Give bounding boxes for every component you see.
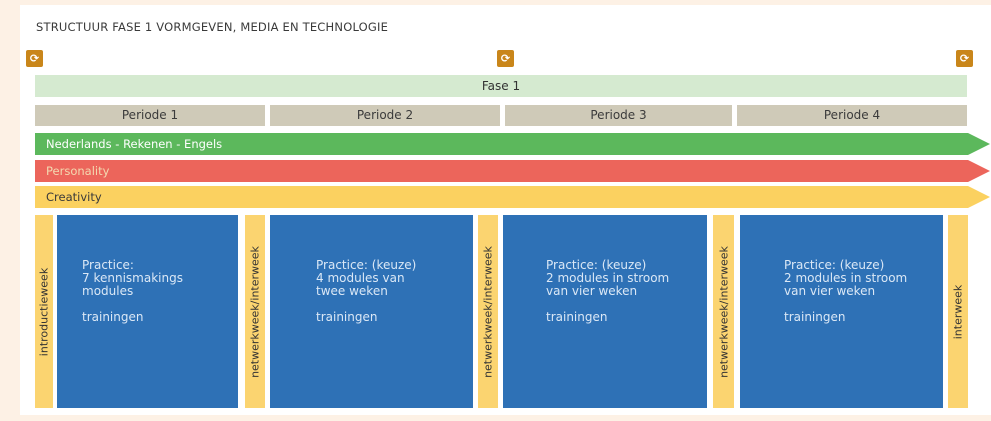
practice-block-4: Practice: (keuze) 2 modules in stroom va… bbox=[740, 215, 943, 408]
introductieweek-label: introductieweek bbox=[37, 267, 51, 356]
milestone-marker-icon-end: ⟳ bbox=[956, 50, 973, 67]
periode-1: Periode 1 bbox=[35, 105, 265, 126]
introductieweek-bar: introductieweek bbox=[35, 215, 53, 408]
milestone-marker-icon-start: ⟳ bbox=[26, 50, 43, 67]
practice-block-1-line2: 7 kennismakings bbox=[82, 271, 183, 285]
practice-block-3-line3: van vier weken bbox=[546, 284, 638, 298]
practice-block-3-line4: trainingen bbox=[546, 310, 608, 324]
practice-block-2-line3: twee weken bbox=[316, 284, 388, 298]
periode-4: Periode 4 bbox=[737, 105, 967, 126]
practice-block-1: Practice: 7 kennismakings modules traini… bbox=[57, 215, 238, 408]
practice-block-4-line4: trainingen bbox=[784, 310, 846, 324]
track-creativity: Creativity bbox=[35, 186, 990, 208]
netwerkweek-label-2: netwerkweek/interweek bbox=[481, 245, 495, 378]
netwerkweek-bar-1: netwerkweek/interweek bbox=[245, 215, 265, 408]
netwerkweek-bar-3: netwerkweek/interweek bbox=[713, 215, 734, 408]
practice-block-1-line1: Practice: bbox=[82, 258, 134, 272]
netwerkweek-label-3: netwerkweek/interweek bbox=[717, 245, 730, 378]
practice-block-3-line1: Practice: (keuze) bbox=[546, 258, 647, 272]
practice-block-3-line2: 2 modules in stroom bbox=[546, 271, 670, 285]
interweek-label: interweek bbox=[951, 284, 965, 339]
practice-block-2-line2: 4 modules van bbox=[316, 271, 405, 285]
practice-block-3: Practice: (keuze) 2 modules in stroom va… bbox=[503, 215, 707, 408]
milestone-marker-icon-middle: ⟳ bbox=[497, 50, 514, 67]
diagram-title: STRUCTUUR FASE 1 VORMGEVEN, MEDIA EN TEC… bbox=[36, 20, 389, 34]
interweek-bar: interweek bbox=[948, 215, 968, 408]
netwerkweek-bar-2: netwerkweek/interweek bbox=[478, 215, 498, 408]
practice-block-4-line3: van vier weken bbox=[784, 284, 876, 298]
periode-2: Periode 2 bbox=[270, 105, 500, 126]
practice-block-2-line4: trainingen bbox=[316, 310, 378, 324]
periode-3: Periode 3 bbox=[505, 105, 732, 126]
practice-block-1-line3: modules bbox=[82, 284, 134, 298]
practice-block-4-line2: 2 modules in stroom bbox=[784, 271, 908, 285]
practice-block-2: Practice: (keuze) 4 modules van twee wek… bbox=[270, 215, 473, 408]
practice-block-1-line4: trainingen bbox=[82, 310, 144, 324]
practice-block-2-line1: Practice: (keuze) bbox=[316, 258, 417, 272]
fase-bar: Fase 1 bbox=[35, 75, 967, 97]
practice-block-4-line1: Practice: (keuze) bbox=[784, 258, 885, 272]
netwerkweek-label-1: netwerkweek/interweek bbox=[248, 245, 262, 378]
track-taal-rekenen: Nederlands - Rekenen - Engels bbox=[35, 133, 990, 155]
track-personality: Personality bbox=[35, 160, 990, 182]
